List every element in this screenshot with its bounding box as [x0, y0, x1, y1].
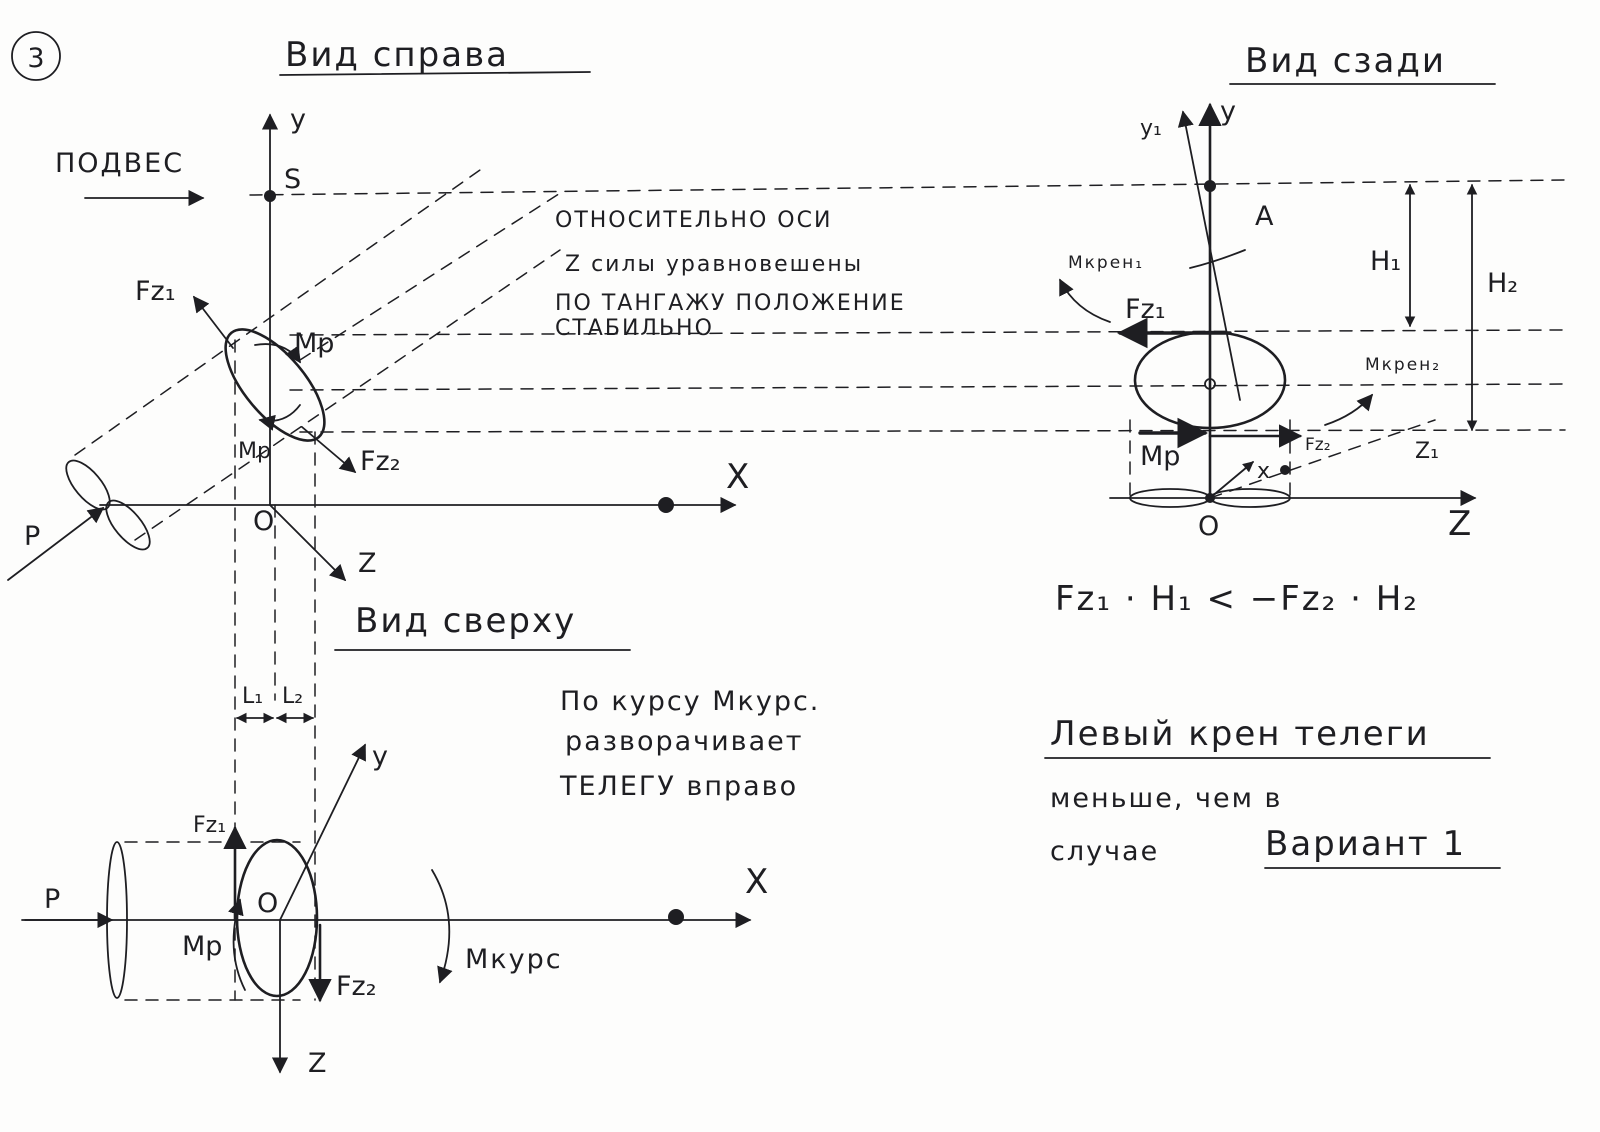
rear-view-y-label: y — [1220, 96, 1236, 127]
propeller-blade-upper — [65, 459, 111, 511]
conclusion-variant: Вариант 1 — [1265, 824, 1466, 864]
right-view-z-label: Z — [358, 548, 377, 579]
right-view-fz2-arrow — [301, 426, 357, 474]
rear-view-body — [1133, 330, 1287, 430]
rear-view-y1-axis — [1177, 110, 1241, 401]
guide-line-center — [289, 383, 1566, 391]
top-view-force-p-label: P — [44, 884, 60, 915]
top-view-wing — [235, 838, 319, 998]
point-s-label: S — [284, 164, 301, 195]
top-view-title: Вид сверху — [355, 601, 576, 641]
right-view-mp-top-label: Mp — [294, 328, 334, 359]
top-view: Вид сверху L₁ L₂ X Z y P O Fz₁ Fz₂ — [21, 601, 820, 1079]
rear-view-point-a: A — [1255, 201, 1274, 232]
rear-view-title: Вид сзади — [1245, 41, 1446, 81]
top-view-x-label: X — [745, 862, 768, 902]
right-view: Вид справа ПОДВЕС y S X Z O P — [7, 35, 1566, 582]
rear-view-y1-label: y₁ — [1140, 116, 1162, 141]
diagonal-guide-3 — [299, 189, 566, 361]
right-view-cg-point — [658, 497, 674, 513]
guide-line-s — [249, 179, 1566, 196]
right-view-fz2-label: Fz₂ — [360, 446, 401, 477]
right-view-title-underline — [279, 71, 591, 76]
top-view-y-label: y — [372, 741, 388, 772]
rear-view-z-label: Z — [1448, 504, 1471, 544]
conclusion-line3: случае — [1050, 836, 1159, 867]
top-view-note-line3: ТЕЛЕГУ вправо — [559, 771, 798, 802]
right-view-fz1-label: Fz₁ — [135, 276, 176, 307]
rear-view-h1-label: H₁ — [1370, 246, 1401, 277]
rear-view-angle-arc — [1189, 249, 1246, 269]
top-view-y-axis — [279, 743, 366, 921]
conclusion: Левый крен телеги меньше, чем в случае В… — [1044, 714, 1501, 869]
guide-line-fz2 — [299, 429, 1566, 433]
rear-view-center-point — [1204, 378, 1216, 390]
right-view-mp-bottom-label: Mp — [238, 439, 271, 464]
right-view-note-line3: ПО ТАНГАЖУ ПОЛОЖЕНИЕ — [555, 291, 906, 316]
sheet-number-circle — [11, 31, 61, 81]
rear-view-suspension-point — [1204, 180, 1216, 192]
right-view-note-line2: Z силы уравновешены — [565, 252, 863, 277]
top-view-l1-label: L₁ — [242, 684, 263, 709]
suspension-label: ПОДВЕС — [55, 148, 184, 179]
right-view-mp-top-arrow — [254, 343, 301, 364]
rear-view-mkren1-arrow — [1059, 278, 1111, 323]
right-view-fz1-arrow — [193, 295, 234, 349]
rear-view-origin: O — [1198, 511, 1219, 542]
sheet-number: 3 — [11, 31, 61, 81]
top-view-z-label: Z — [308, 1048, 327, 1079]
right-view-note-line1: ОТНОСИТЕЛЬНО ОСИ — [555, 208, 832, 233]
diagonal-guide-1 — [74, 169, 481, 456]
right-view-propeller — [65, 459, 151, 551]
rear-view-mkren1-label: Mкрен₁ — [1068, 253, 1144, 273]
propeller-blade-lower — [105, 499, 151, 551]
rear-view-origin-point — [1205, 493, 1215, 503]
rear-view-wing-tip-point — [1280, 465, 1290, 475]
right-view-wing — [224, 328, 326, 442]
right-view-force-p-arrow — [7, 507, 105, 581]
guide-line-fz1 — [289, 329, 1566, 336]
top-view-origin: O — [257, 888, 278, 919]
right-view-force-p-label: P — [24, 521, 40, 552]
top-view-note-line2: разворачивает — [565, 726, 803, 757]
conclusion-line1: Левый крен телеги — [1050, 714, 1430, 754]
top-view-mp-label: Mp — [182, 931, 222, 962]
top-view-note-line1: По курсу Mкурс. — [560, 686, 820, 717]
rear-view: Вид сзади y y₁ A H₁ H₂ Mкрен₁ Fz₁ Mкрен₂ — [1055, 41, 1518, 619]
top-view-fz2-label: Fz₂ — [336, 971, 377, 1002]
top-view-cg-point — [668, 909, 684, 925]
top-view-mp-arrow — [228, 898, 246, 991]
rear-view-h2-label: H₂ — [1487, 268, 1518, 299]
right-view-y-label: y — [290, 104, 306, 135]
rear-view-mkren2-label: Mкрен₂ — [1365, 355, 1441, 375]
right-view-z-axis — [269, 504, 347, 582]
right-view-mp-bottom-arrow — [258, 404, 301, 431]
top-view-fz1-label: Fz₁ — [193, 813, 226, 838]
rear-view-fz1-label: Fz₁ — [1125, 294, 1166, 325]
rear-view-formula: Fz₁ · H₁ < −Fz₂ · H₂ — [1055, 579, 1419, 619]
diagonal-guide-2 — [134, 249, 561, 541]
sheet-number-text: 3 — [27, 43, 44, 74]
rear-view-fz2-label: Fz₂ — [1305, 435, 1331, 455]
rear-view-z1-label: Z₁ — [1415, 439, 1439, 464]
right-view-x-label: X — [726, 457, 749, 497]
rear-view-x-label: x — [1257, 459, 1270, 484]
top-view-mkurs-label: Mкурс — [465, 944, 563, 975]
point-s — [264, 190, 276, 202]
conclusion-line2: меньше, чем в — [1050, 783, 1282, 814]
top-view-l2-label: L₂ — [282, 684, 303, 709]
right-view-origin: O — [253, 506, 274, 537]
rear-view-mp-label: Mp — [1140, 441, 1180, 472]
rear-view-mkren2-arrow — [1324, 393, 1374, 426]
top-view-mkurs-arrow — [431, 869, 453, 984]
right-view-note-line4: СТАБИЛЬНО — [555, 316, 714, 341]
right-view-title: Вид справа — [285, 35, 509, 75]
rear-view-z1-axis — [1209, 419, 1436, 499]
